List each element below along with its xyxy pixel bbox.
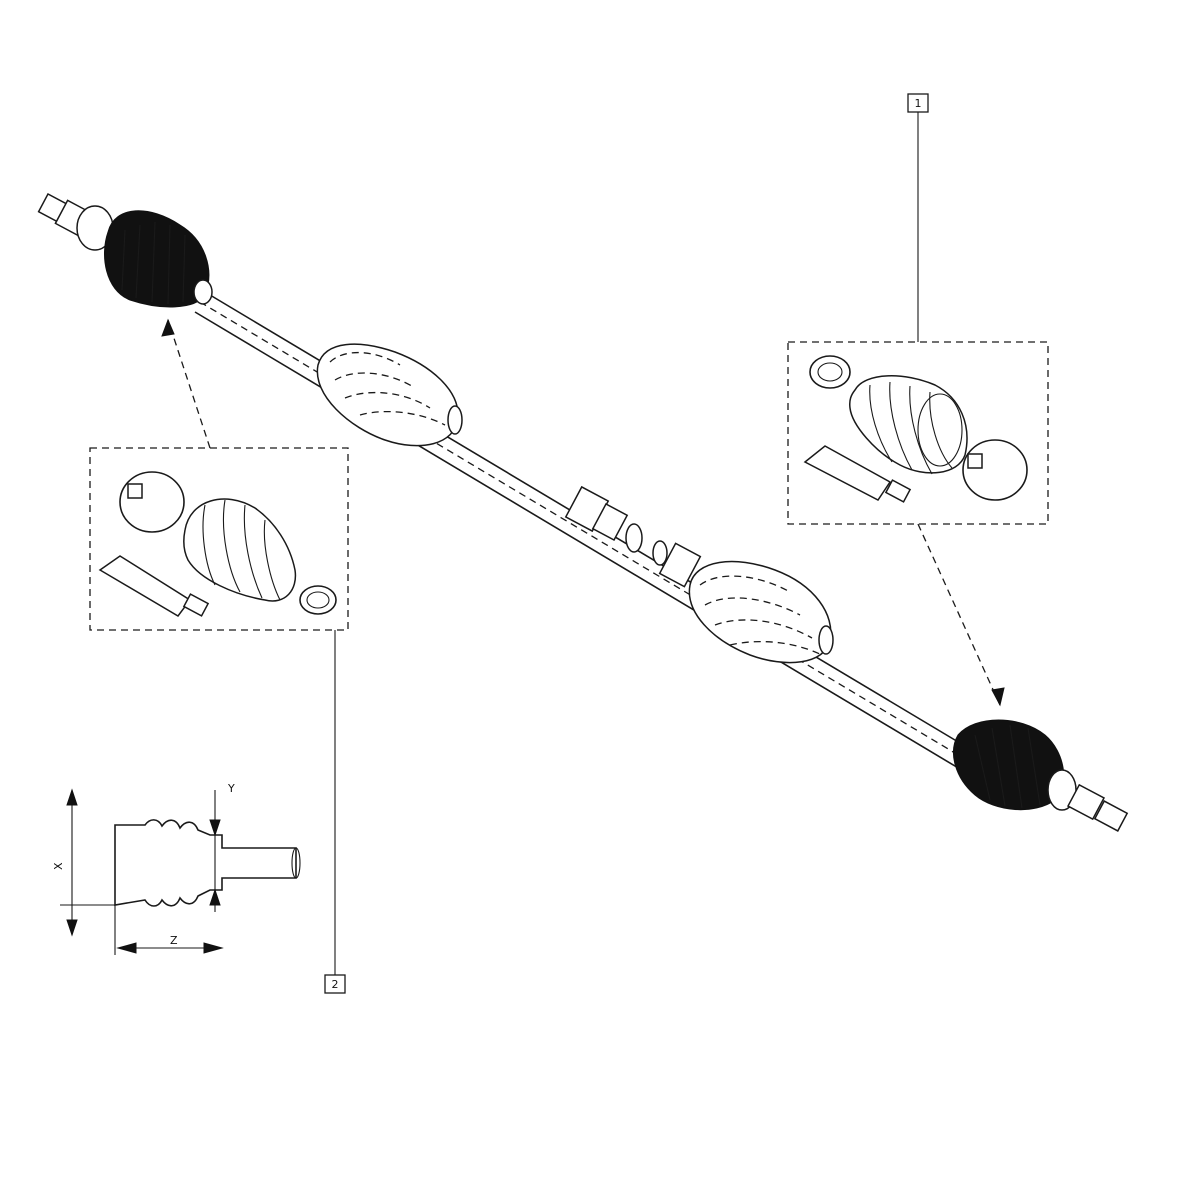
kit-2-frame — [89, 447, 349, 631]
callout-box-1 — [907, 93, 929, 113]
left-inner-joint — [316, 343, 463, 447]
kit-2-leader — [167, 319, 211, 449]
boot-dimension-detail: X Y Z — [52, 782, 301, 955]
dimension-z-label: Z — [170, 934, 178, 947]
kit-1-large-clamp — [962, 439, 1028, 501]
kit-1-boot — [849, 375, 968, 474]
callout-label-1: 1 — [915, 97, 922, 110]
boot-kit-1: 1 — [787, 93, 1049, 707]
kit-1-small-clamp — [809, 355, 851, 389]
boot-profile — [114, 819, 297, 907]
dimension-x-label: X — [52, 862, 65, 870]
dimension-y-label: Y — [227, 782, 235, 795]
kit-2-grease-tube — [98, 555, 192, 617]
shaft-centerline — [199, 301, 971, 763]
kit-1-frame — [787, 341, 1049, 525]
shaft-edge-bottom — [194, 311, 966, 773]
right-inner-joint — [688, 560, 834, 664]
callout-label-2: 2 — [332, 978, 339, 991]
kit-1-leader — [917, 523, 1001, 706]
boot-kit-2: 2 — [89, 318, 349, 994]
left-outer-cv-joint — [37, 192, 213, 308]
right-outer-cv-joint — [953, 719, 1129, 832]
callout-box-2 — [324, 974, 346, 994]
right-outer-boot — [953, 719, 1065, 811]
kit-2-small-clamp — [299, 585, 337, 615]
driveshaft-assembly — [37, 192, 1129, 832]
kit-1-grease-tube — [803, 445, 892, 501]
kit-2-large-clamp — [119, 471, 185, 533]
intermediate-bearing — [564, 485, 702, 588]
kit-2-boot — [183, 498, 297, 602]
left-outer-boot — [103, 210, 210, 308]
